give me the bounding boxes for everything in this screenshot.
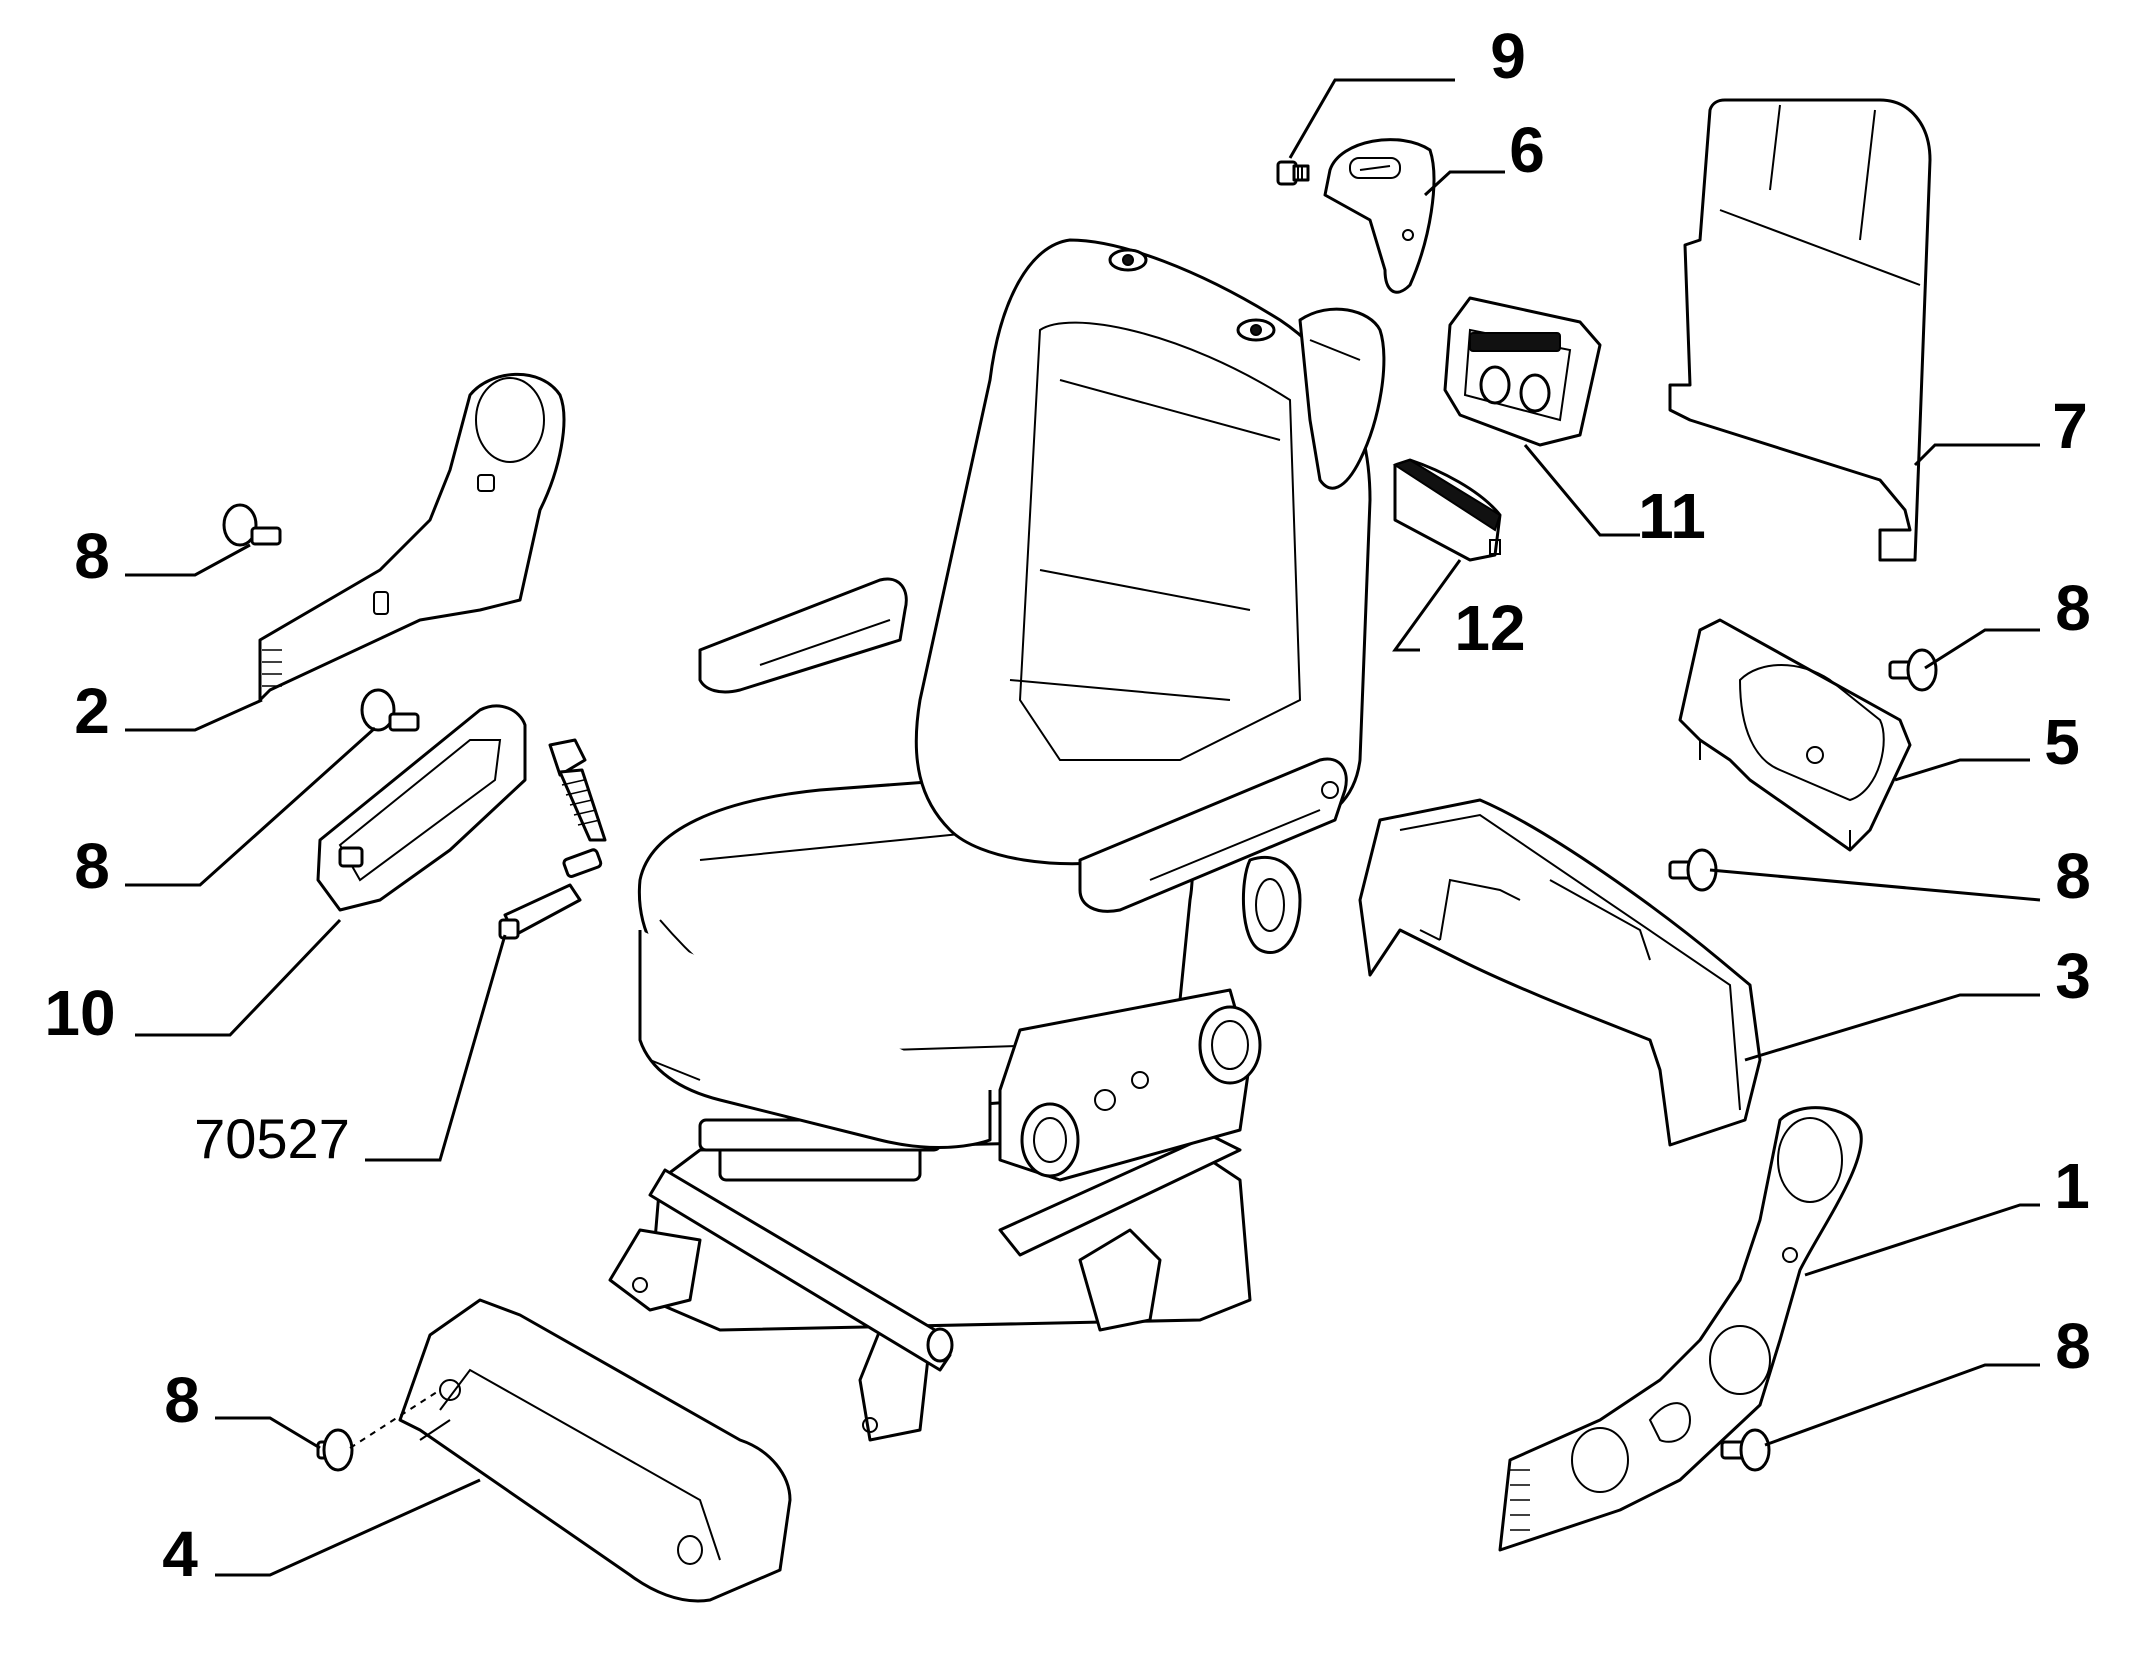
callout-11: 11 [1638, 480, 1706, 552]
callout-8-top-right: 8 [2055, 572, 2091, 644]
bolt-8-top-right [1888, 648, 1938, 692]
callout-labels: 9 6 7 11 12 8 5 8 3 1 8 8 2 8 10 70527 8… [44, 20, 2090, 1590]
part-70527-buckle [498, 738, 607, 940]
bolt-8-mid-right [1668, 848, 1718, 892]
callout-9: 9 [1490, 20, 1526, 92]
bolt-8-left-mid [360, 688, 420, 732]
part-2-side-shield [258, 372, 566, 702]
armrest-right [1078, 757, 1348, 913]
bolt-8-bottom-right [1720, 1428, 1771, 1472]
callout-8-bottom-left: 8 [164, 1364, 200, 1436]
callout-3: 3 [2055, 940, 2091, 1012]
callout-5: 5 [2044, 706, 2080, 778]
callout-8-left-mid: 8 [74, 830, 110, 902]
callout-10: 10 [44, 977, 115, 1049]
part-11-console [1443, 296, 1602, 447]
callout-4: 4 [162, 1518, 198, 1590]
part-9-bolt [1276, 160, 1310, 186]
part-3-trim-cover [1358, 798, 1762, 1147]
leader-lines [125, 78, 2041, 1577]
headrest-trim [1298, 307, 1386, 490]
bolt-8-bottom-left [316, 1389, 441, 1472]
part-4-front-trim [398, 1298, 792, 1603]
part-1-side-shield [1498, 1106, 1863, 1552]
callout-7: 7 [2052, 390, 2088, 462]
seat-assembly [608, 238, 1386, 1442]
part-10-trim [316, 704, 527, 912]
callout-70527: 70527 [194, 1107, 350, 1170]
callout-2: 2 [74, 675, 110, 747]
seat-backrest [914, 238, 1372, 866]
part-7-back-panel [1668, 98, 1932, 562]
part-5-cover [1678, 618, 1912, 852]
callout-8-bottom-right: 8 [2055, 1310, 2091, 1382]
callout-1: 1 [2054, 1150, 2090, 1222]
seat-side-mechanism [998, 855, 1302, 1182]
bolt-8-left-top [222, 503, 282, 547]
callout-12: 12 [1454, 592, 1525, 664]
part-12-pad [1392, 458, 1502, 562]
callout-8-left-top: 8 [74, 520, 110, 592]
seat-base-frame [608, 1118, 1252, 1442]
armrest-left [698, 577, 908, 694]
callout-6: 6 [1509, 114, 1545, 186]
part-6-headrest-guide [1323, 138, 1436, 294]
callout-8-mid-right: 8 [2055, 840, 2091, 912]
